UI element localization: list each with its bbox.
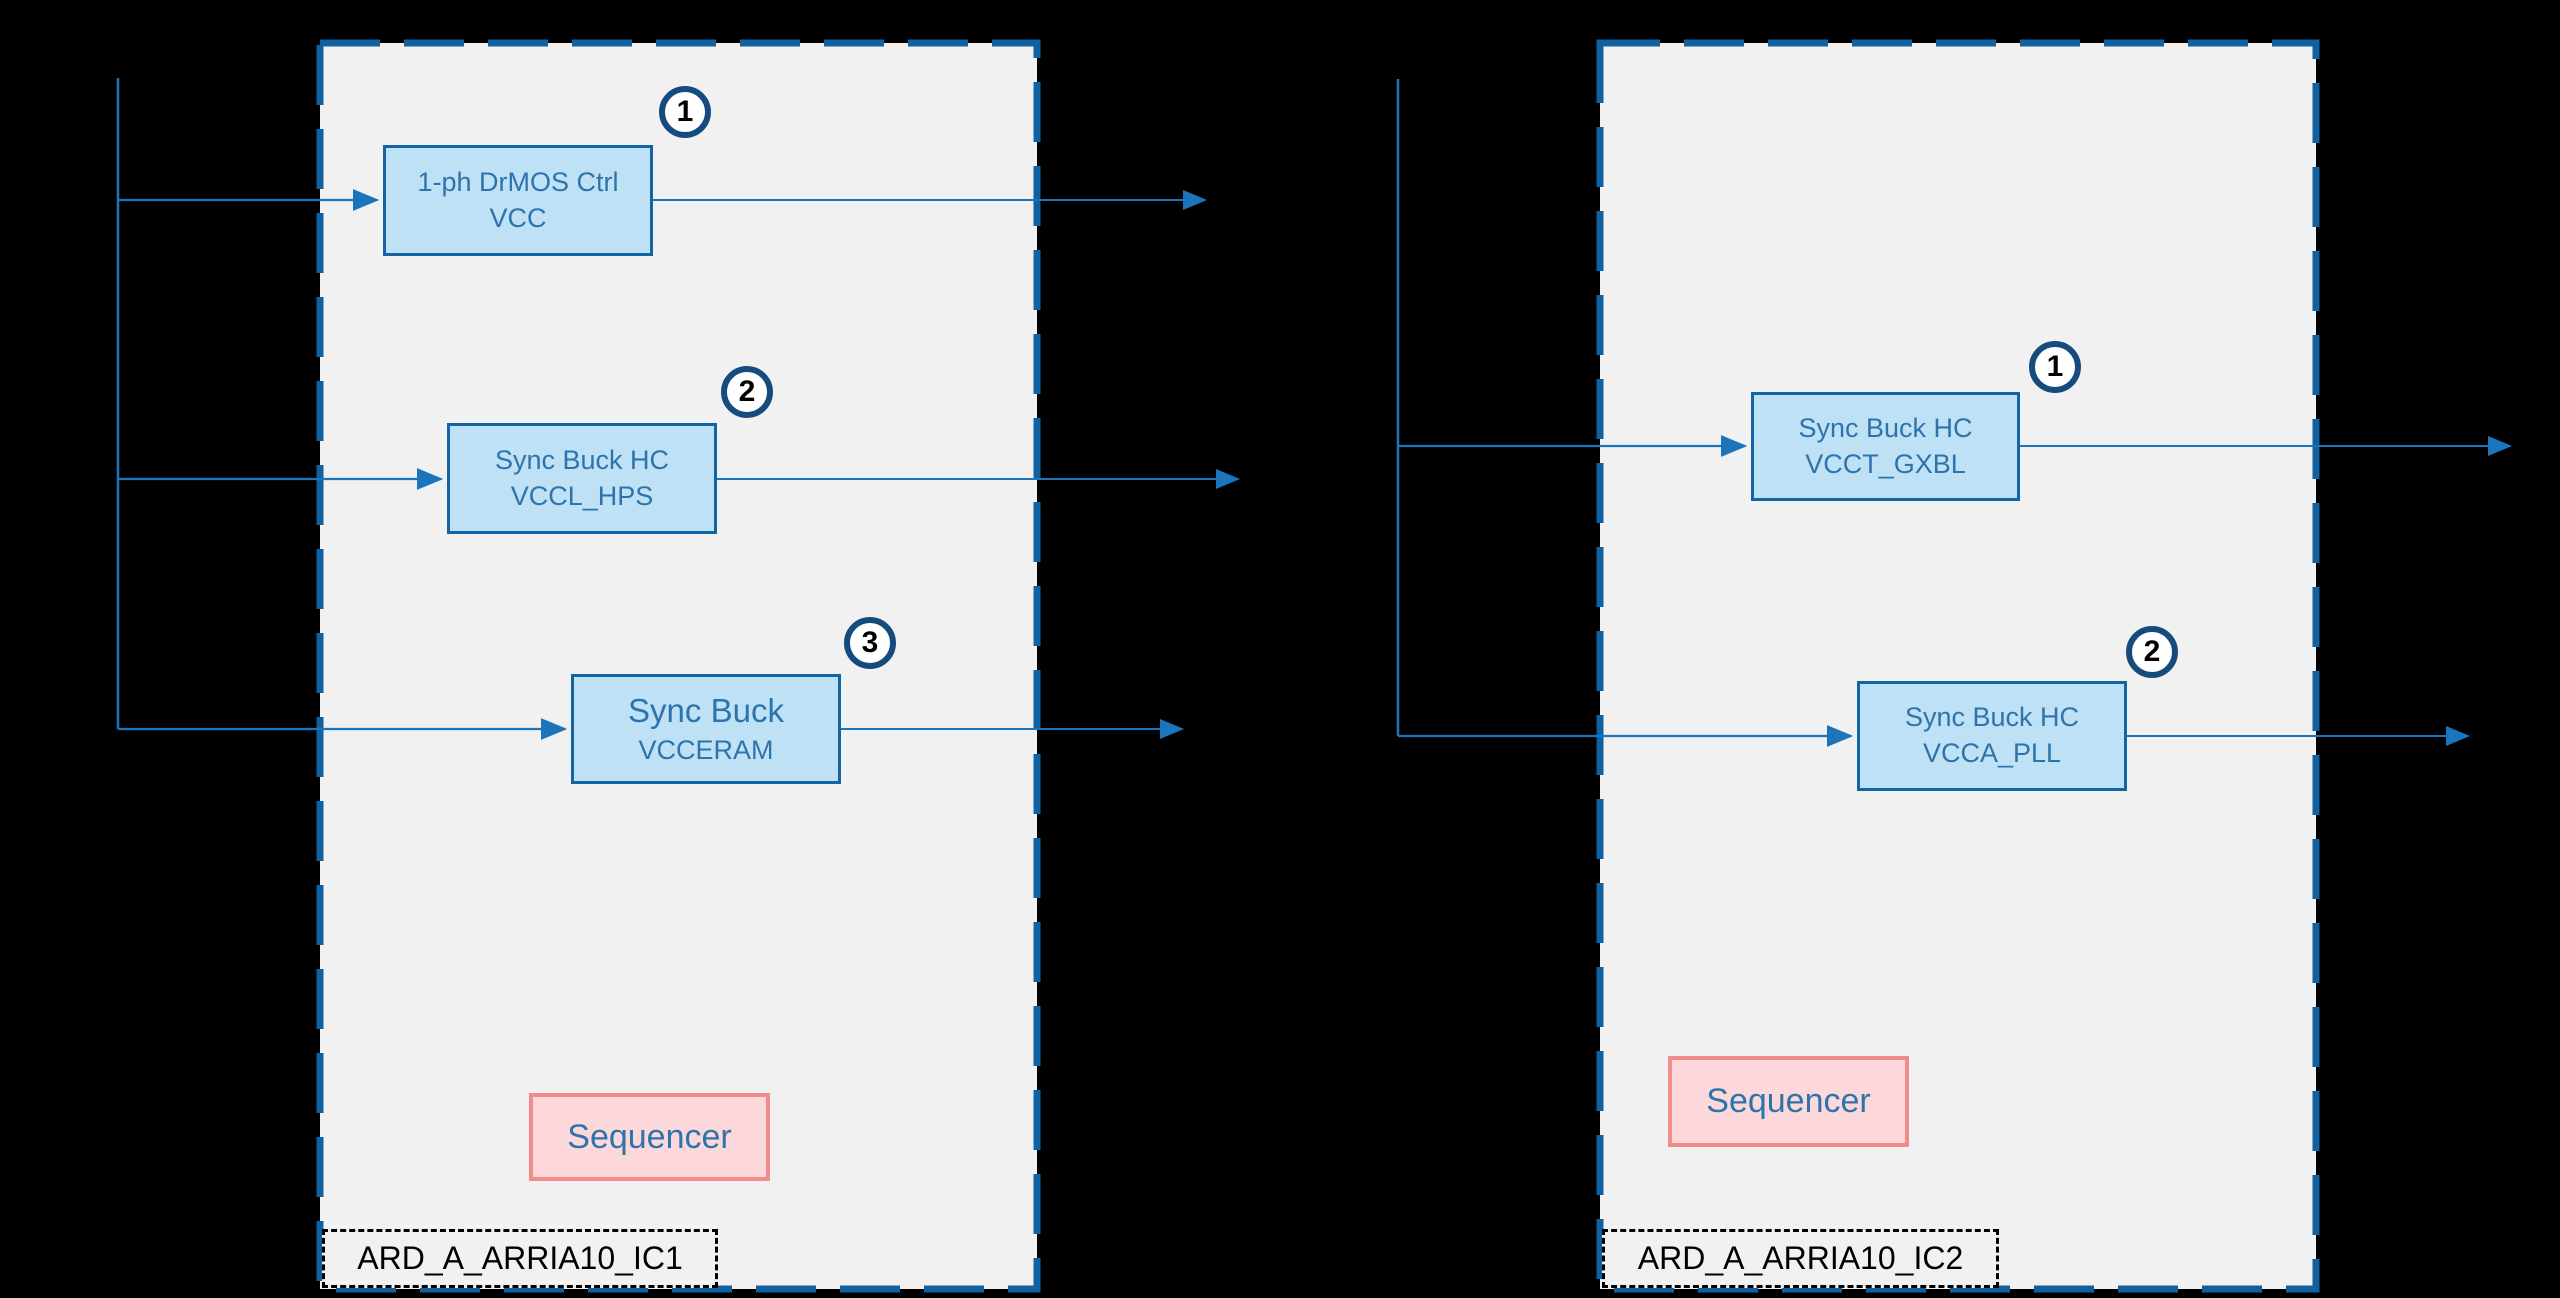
block-rail: VCCT_GXBL [1805, 448, 1966, 479]
ic1-name-label: ARD_A_ARRIA10_IC1 [322, 1229, 718, 1288]
ic2-sequence-badge-2: 2 [2126, 626, 2178, 678]
ic1-sequence-badge-3: 3 [844, 617, 896, 669]
block-rail: VCCL_HPS [510, 480, 654, 511]
ic1-block-vccl-hps: Sync Buck HC VCCL_HPS [447, 423, 717, 534]
ic1-sequence-badge-1: 1 [659, 86, 711, 138]
ic1-sequence-badge-2: 2 [721, 366, 773, 418]
block-title: Sync Buck [628, 692, 784, 730]
ic2-block-vcct-gxbl: Sync Buck HC VCCT_GXBL [1751, 392, 2020, 501]
ic2-sequencer: Sequencer [1668, 1056, 1909, 1147]
block-title: Sync Buck HC [1904, 702, 2080, 733]
ic1-block-vcc: 1-ph DrMOS Ctrl VCC [383, 145, 653, 256]
block-rail: VCCERAM [638, 734, 774, 765]
ic1-block-vcceram: Sync Buck VCCERAM [571, 674, 841, 784]
ic1-sequencer: Sequencer [529, 1093, 770, 1181]
ic1-dashed-border [316, 39, 1041, 1293]
block-title: 1-ph DrMOS Ctrl [417, 166, 619, 197]
ic2-block-vcca-pll: Sync Buck HC VCCA_PLL [1857, 681, 2127, 791]
block-title: Sync Buck HC [494, 444, 670, 475]
block-rail: VCC [489, 202, 547, 233]
block-title: Sync Buck HC [1798, 412, 1973, 443]
ic2-name-label: ARD_A_ARRIA10_IC2 [1602, 1229, 1999, 1288]
ic2-dashed-border [1596, 39, 2320, 1293]
ic2-sequence-badge-1: 1 [2029, 341, 2081, 393]
block-rail: VCCA_PLL [1922, 738, 2062, 768]
